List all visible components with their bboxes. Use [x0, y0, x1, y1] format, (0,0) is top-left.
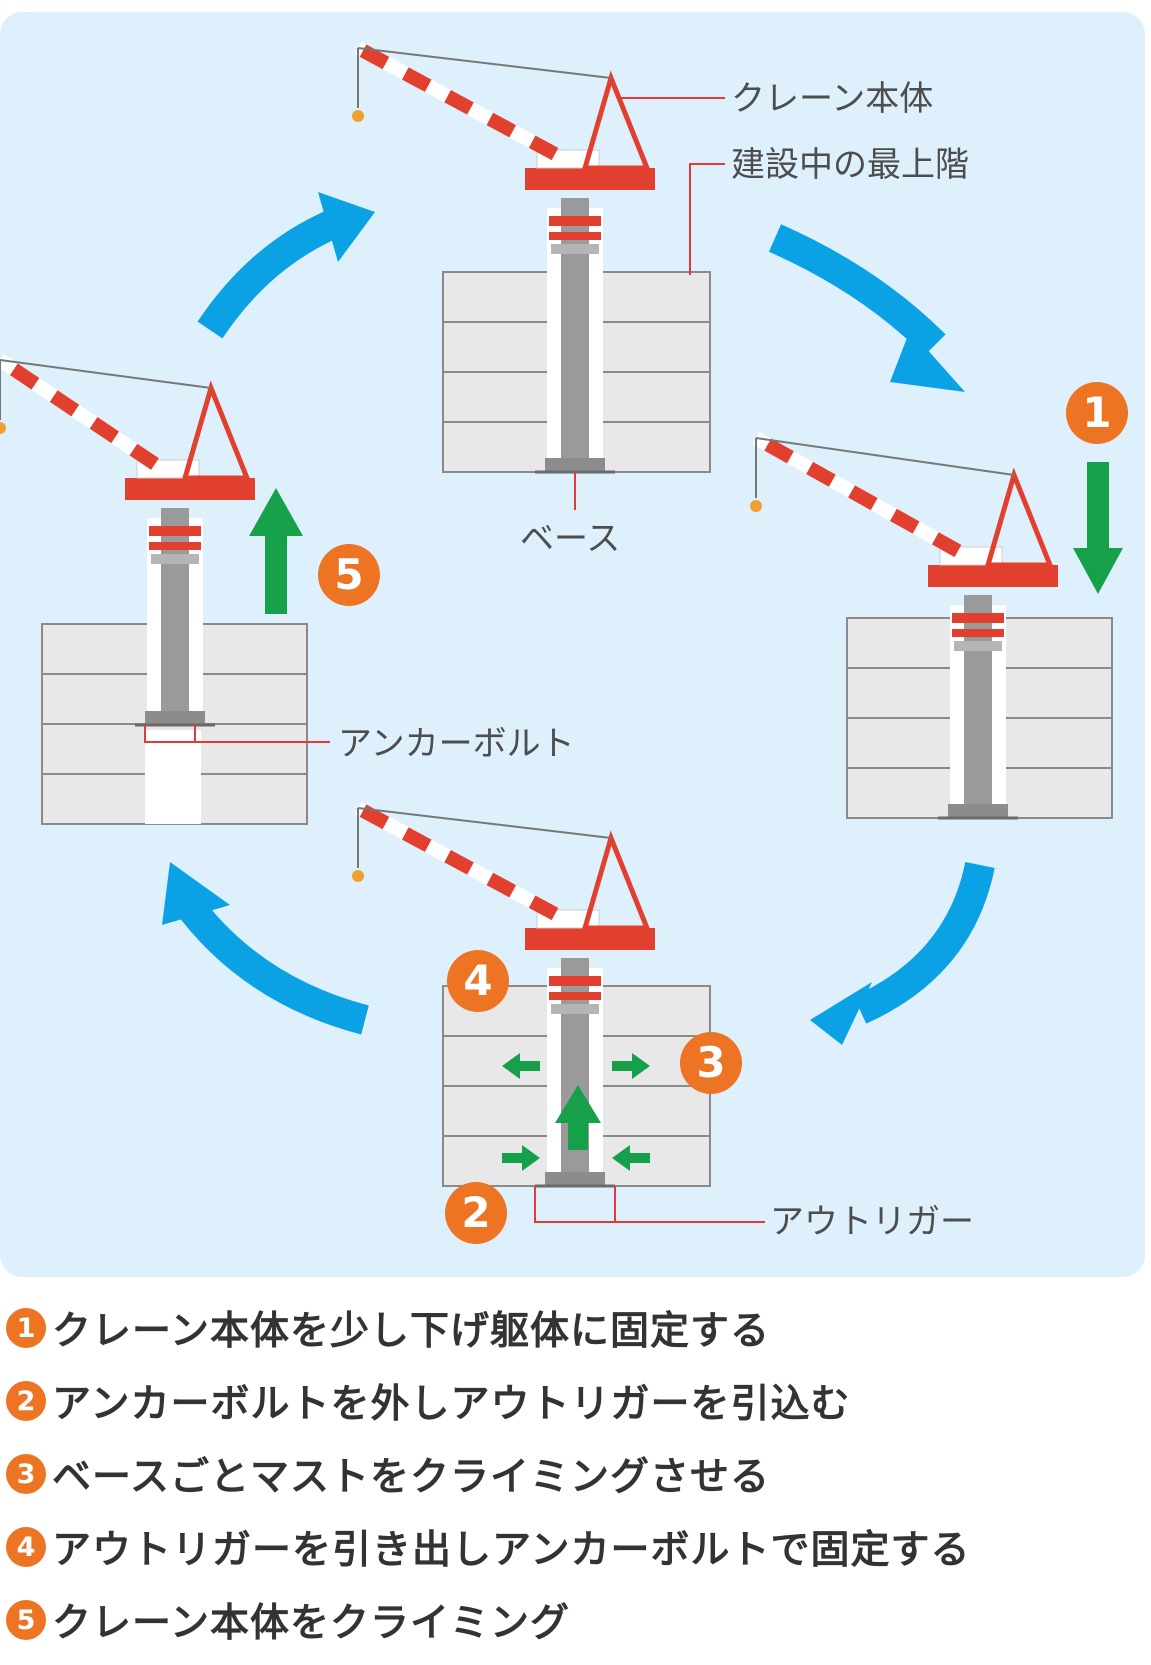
step-number: 3 [6, 1454, 46, 1494]
climbing-ring [551, 1004, 599, 1014]
step-item: 2 アンカーボルトを外しアウトリガーを引込む [6, 1373, 1146, 1429]
hook-block [0, 422, 6, 434]
leader-outrigger [534, 1186, 765, 1223]
crane-base [545, 1172, 605, 1186]
label-top-floor: 建設中の最上階 [731, 145, 969, 185]
step-text: クレーン本体を少し下げ躯体に固定する [52, 1309, 771, 1354]
arrow-shaft [853, 861, 995, 1024]
pendant-cable [0, 359, 212, 389]
crane-base [145, 711, 205, 725]
crane-platform [525, 928, 655, 950]
step-badge-5: 5 [318, 544, 380, 606]
crane-platform [928, 565, 1058, 587]
climbing-ring [551, 244, 599, 254]
arrow-up-step3 [555, 1085, 601, 1150]
step-item: 5 クレーン本体をクライミング [6, 1592, 1146, 1648]
step-text: アンカーボルトを外しアウトリガーを引込む [52, 1382, 851, 1427]
arrow-shaft [197, 209, 342, 339]
a-frame [181, 380, 251, 481]
climbing-ring [952, 629, 1004, 637]
hook-block [352, 870, 364, 882]
arrow-up-step5 [249, 488, 303, 614]
arrow-shaft [172, 891, 369, 1035]
climbing-ring [149, 526, 201, 536]
crane-platform [125, 478, 255, 500]
crane-base [545, 458, 605, 472]
crane-platform [525, 168, 655, 190]
leader-top-floor [689, 163, 725, 275]
shaft-opening [145, 730, 201, 824]
crane-mast [964, 595, 992, 818]
a-frame [984, 467, 1054, 568]
step-badge-1: 1 [1066, 382, 1128, 444]
hook-block [750, 500, 762, 512]
pendant-cable [755, 437, 1015, 476]
cycle-arrow-bottom-right [810, 861, 995, 1045]
climbing-ring [549, 232, 601, 240]
crane-jib-stripes [0, 354, 159, 470]
step-badge-2: 2 [445, 1182, 507, 1244]
cycle-arrow-top-left [197, 192, 375, 339]
crane-left [0, 354, 255, 727]
step-number: 2 [6, 1381, 46, 1421]
crane-right [750, 431, 1058, 820]
label-anchor-bolt: アンカーボルト [338, 724, 575, 764]
climbing-ring [549, 976, 601, 986]
label-crane-body: クレーン本体 [731, 79, 934, 119]
pendant-cable [357, 807, 612, 839]
crane-top [352, 41, 655, 474]
step-text: アウトリガーを引き出しアンカーボルトで固定する [52, 1528, 971, 1573]
step-text: クレーン本体をクライミング [52, 1601, 571, 1646]
arrow-head [810, 982, 872, 1045]
arrow-out-left-step4 [502, 1053, 540, 1079]
step-item: 4 アウトリガーを引き出しアンカーボルトで固定する [6, 1519, 1146, 1575]
arrow-shaft [768, 224, 946, 356]
step-number: 4 [6, 1527, 46, 1567]
step-badge-4: 4 [447, 950, 509, 1012]
cycle-arrow-bottom-left [162, 862, 369, 1035]
step-item: 1 クレーン本体を少し下げ躯体に固定する [6, 1300, 1146, 1356]
crane-mast [161, 508, 189, 725]
hook-block [352, 110, 364, 122]
crane-climbing-diagram [0, 41, 1123, 1223]
arrow-in-left-step2 [502, 1145, 540, 1171]
a-frame [581, 830, 651, 931]
leader-anchor-bolt [144, 725, 330, 743]
crane-base [948, 804, 1008, 818]
step-number: 5 [6, 1600, 46, 1640]
arrow-head [890, 330, 965, 392]
pendant-cable [357, 47, 612, 79]
arrow-in-right-step2 [612, 1145, 650, 1171]
crane-jib-stripes [354, 801, 559, 921]
climbing-ring [151, 554, 199, 564]
crane-mast [561, 198, 589, 472]
climbing-ring [954, 641, 1002, 651]
label-base: ベース [520, 519, 621, 559]
step-number: 1 [6, 1308, 46, 1348]
crane-jib-stripes [752, 431, 962, 558]
step-text: ベースごとマストをクライミングさせる [52, 1455, 771, 1500]
step-badge-3: 3 [680, 1032, 742, 1094]
arrow-head [162, 862, 230, 925]
label-outrigger: アウトリガー [770, 1202, 974, 1242]
cycle-arrow-top-right [768, 224, 965, 392]
arrow-head [318, 192, 375, 262]
crane-jib-stripes [354, 41, 559, 161]
step-list: 1 クレーン本体を少し下げ躯体に固定する 2 アンカーボルトを外しアウトリガーを… [6, 1300, 1146, 1665]
step-item: 3 ベースごとマストをクライミングさせる [6, 1446, 1146, 1502]
arrow-out-right-step4 [612, 1053, 650, 1079]
a-frame [581, 70, 651, 171]
climbing-ring [952, 613, 1004, 623]
arrow-down-step1 [1073, 462, 1123, 594]
climbing-ring [149, 542, 201, 550]
climbing-ring [549, 992, 601, 1000]
climbing-ring [549, 216, 601, 226]
